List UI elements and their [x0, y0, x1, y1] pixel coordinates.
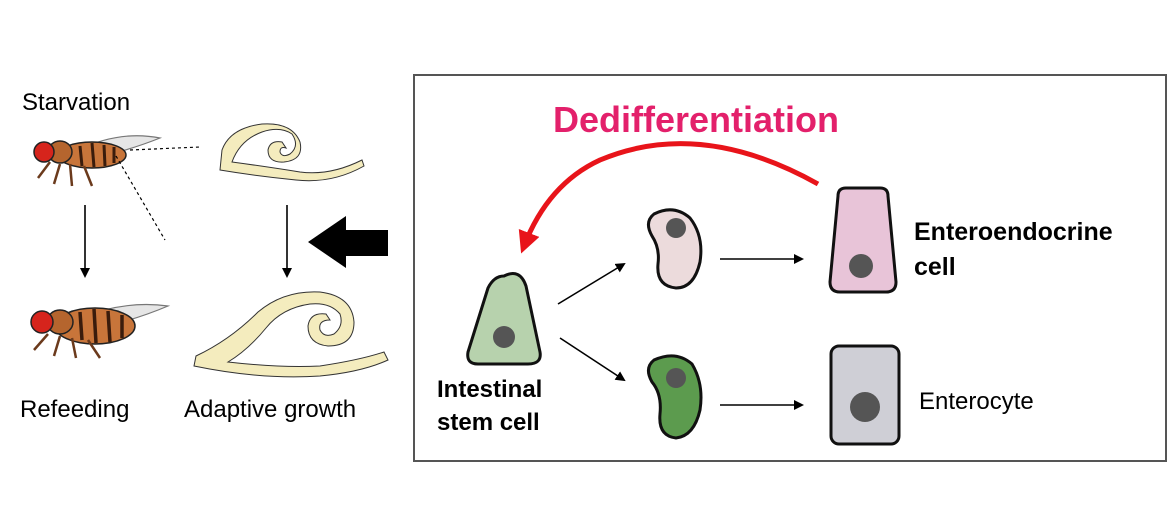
ee-label-line2: cell: [914, 253, 956, 281]
refeeding-label: Refeeding: [20, 396, 129, 423]
dedifferentiation-arrow: [518, 141, 820, 254]
enteroendocrine-cell: [828, 186, 898, 294]
dedifferentiation-box: [413, 74, 1167, 462]
ee-label-line1: Enteroendocrine: [914, 218, 1113, 246]
regrown-gut-icon: [193, 291, 389, 378]
ec-progenitor-cell: [647, 354, 703, 440]
ee-progenitor-cell: [647, 208, 703, 290]
adaptive-growth-label: Adaptive growth: [184, 396, 356, 423]
enterocyte-cell: [829, 344, 901, 446]
intestinal-stem-cell: [466, 272, 542, 366]
starved-gut-icon: [219, 123, 365, 182]
arrow-to-ee-progenitor: [557, 262, 626, 305]
isc-label-line1: Intestinal: [437, 376, 542, 403]
refed-fly-icon: [30, 303, 171, 359]
dedifferentiation-label: Dedifferentiation: [553, 99, 839, 140]
arrow-to-ec-progenitor: [559, 337, 626, 382]
starved-fly-icon: [33, 135, 201, 241]
big-left-arrow-icon: [308, 216, 388, 268]
starvation-label: Starvation: [22, 89, 130, 116]
enterocyte-label: Enterocyte: [919, 388, 1034, 415]
isc-label-line2: stem cell: [437, 409, 540, 436]
